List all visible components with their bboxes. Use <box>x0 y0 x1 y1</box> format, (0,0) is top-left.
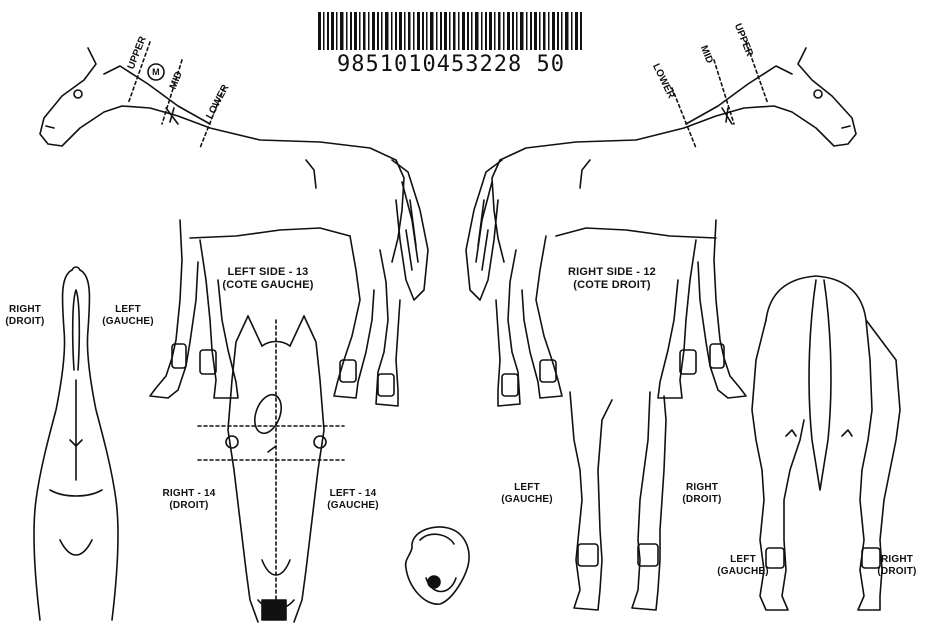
right-side-title: RIGHT SIDE - 12 <box>540 266 684 279</box>
rear-right-fr: (DROIT) <box>870 566 924 578</box>
front-legs-right-label: RIGHT <box>674 482 730 494</box>
head-right-fr: (DROIT) <box>154 500 224 512</box>
head-left-label: LEFT - 14 <box>318 488 388 500</box>
top-view-left-fr: (GAUCHE) <box>98 316 158 328</box>
left-side-title: LEFT SIDE - 13 <box>196 266 340 279</box>
right-side-subtitle: (COTE DROIT) <box>540 279 684 292</box>
rear-right-label: RIGHT <box>870 554 924 566</box>
left-circle-mark: M <box>150 66 162 78</box>
head-right-label: RIGHT - 14 <box>154 488 224 500</box>
front-legs-left-fr: (GAUCHE) <box>496 494 558 506</box>
head-left-fr: (GAUCHE) <box>318 500 388 512</box>
top-view-right-label: RIGHT <box>2 304 48 316</box>
right-side-horse <box>466 42 856 406</box>
top-view-left-label: LEFT <box>98 304 158 316</box>
front-legs-right-fr: (DROIT) <box>674 494 730 506</box>
left-side-horse <box>40 42 428 406</box>
barcode <box>318 12 582 50</box>
head-front-view <box>198 316 344 622</box>
front-legs-view <box>570 392 666 610</box>
rear-left-label: LEFT <box>712 554 774 566</box>
barcode-number: 9851010453228 50 <box>316 52 586 77</box>
top-view-right-fr: (DROIT) <box>2 316 48 328</box>
rear-left-fr: (GAUCHE) <box>712 566 774 578</box>
front-legs-left-label: LEFT <box>496 482 558 494</box>
left-side-subtitle: (COTE GAUCHE) <box>196 279 340 292</box>
hoof-sole <box>406 527 469 604</box>
